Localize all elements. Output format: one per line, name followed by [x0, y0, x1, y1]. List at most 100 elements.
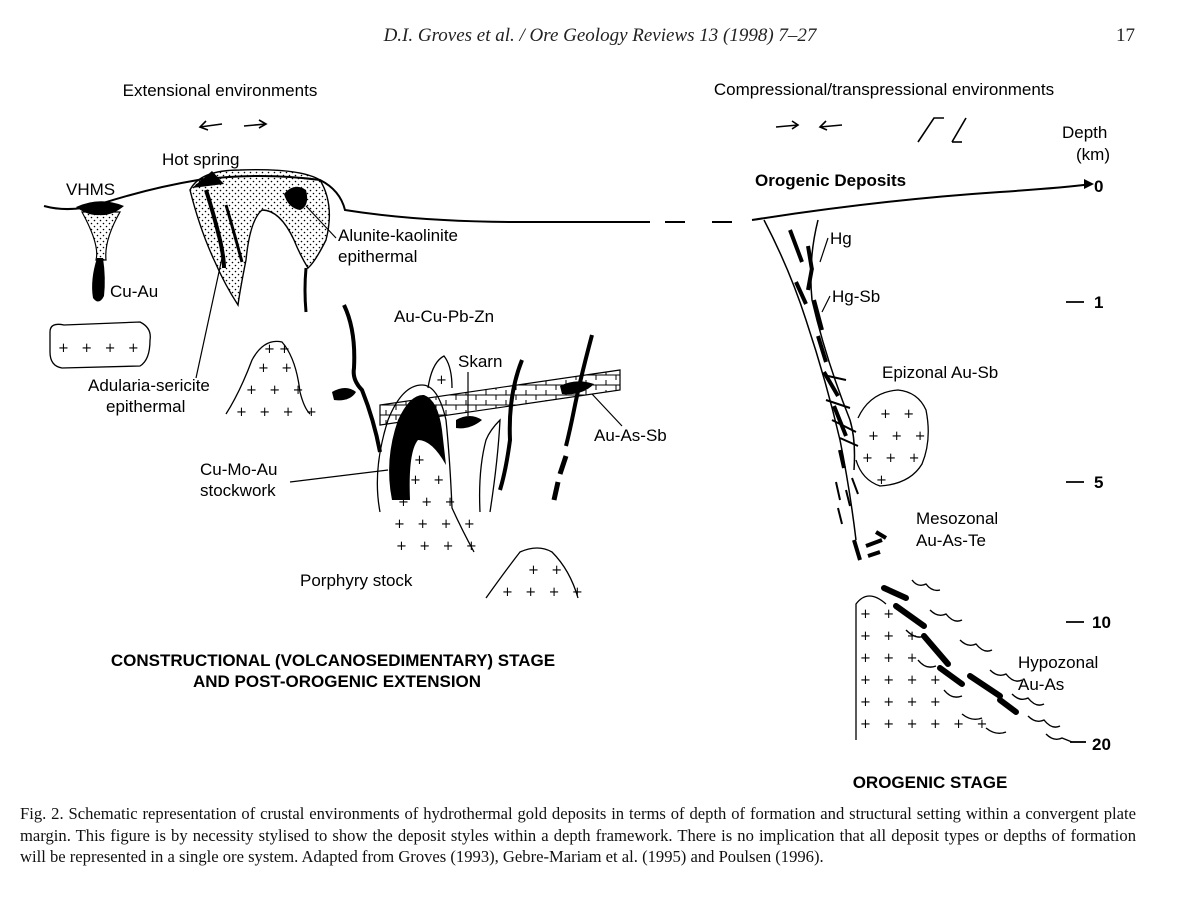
- constructional-stage-label-2: AND POST-OROGENIC EXTENSION: [193, 672, 481, 691]
- cu-mo-au-label-1: Cu-Mo-Au: [200, 460, 277, 479]
- epithermal-vein: [224, 204, 244, 263]
- depth-scale: 0 1 5 10 20: [1066, 177, 1111, 754]
- cu-mo-au-label-2: stockwork: [200, 481, 276, 500]
- cupola: [427, 355, 453, 389]
- porphyry-stock-label: Porphyry stock: [300, 571, 413, 590]
- crustal-environments-diagram: Extensional environments VHMS Cu-Au Hot …: [43, 80, 1111, 792]
- granite-intrusion: + + + +: [49, 321, 151, 369]
- cu-au-pod: [92, 258, 105, 302]
- svg-text:+ +: + +: [258, 361, 292, 376]
- shear-sense-icon: [917, 117, 967, 143]
- constructional-stage-label-1: CONSTRUCTIONAL (VOLCANOSEDIMENTARY) STAG…: [111, 651, 555, 670]
- depth-tick-20: 20: [1092, 735, 1111, 754]
- sedimentary-layers: [379, 369, 621, 426]
- skarn-pod: [456, 416, 482, 429]
- epizonal-label: Epizonal Au-Sb: [882, 363, 998, 382]
- dyke: [478, 418, 501, 513]
- svg-text:+ + +: + + +: [246, 383, 303, 398]
- svg-text:+: +: [876, 473, 887, 488]
- au-as-sb-leader: [591, 393, 623, 427]
- hg-label: Hg: [830, 229, 852, 248]
- porphyry-stock: + + + + + + + + + + + + + +: [376, 384, 477, 554]
- svg-text:+ + + + + +: + + + + + +: [860, 717, 987, 732]
- depth-tick-0: 0: [1094, 177, 1103, 196]
- svg-text:+ + +: + + +: [860, 651, 917, 666]
- hg-sb-leader: [821, 295, 831, 313]
- compression-arrows-icon: [775, 120, 843, 131]
- alunite-pod: [284, 186, 308, 210]
- vhms-stringer-zone: [80, 211, 122, 261]
- au-as-sb-label: Au-As-Sb: [594, 426, 667, 445]
- svg-text:+ + +: + + +: [862, 451, 919, 466]
- alunite-label-1: Alunite-kaolinite: [338, 226, 458, 245]
- adularia-label-1: Adularia-sericite: [88, 376, 210, 395]
- vhms-label: VHMS: [66, 180, 115, 199]
- svg-text:+ + + +: + + + +: [58, 341, 139, 356]
- svg-text:+ + + +: + + + +: [396, 539, 477, 554]
- orogenic-deposits-label: Orogenic Deposits: [755, 171, 906, 190]
- epithermal-vein: [204, 189, 226, 269]
- granite-intrusion: + + + + + + + + +: [855, 389, 929, 488]
- granite-intrusion: + + + + + + + + + + + + + + + + + + + + …: [855, 595, 987, 740]
- svg-text:+ + +: + + +: [868, 429, 925, 444]
- svg-text:+ + +: + + +: [398, 495, 455, 510]
- compressional-panel: Compressional/transpressional environmen…: [714, 80, 1111, 792]
- surface-arrowhead-icon: [1084, 179, 1094, 189]
- svg-text:+ + + +: + + + +: [236, 405, 317, 420]
- vein: [498, 359, 524, 491]
- svg-text:+ +: + +: [264, 342, 290, 357]
- skarn-pod: [332, 388, 356, 401]
- adularia-leader: [195, 257, 223, 379]
- epithermal-vein: [303, 267, 308, 313]
- vein-dash: [551, 455, 569, 501]
- depth-label-2: (km): [1076, 145, 1110, 164]
- extension-arrows-icon: [198, 119, 268, 131]
- hypozonal-label-1: Hypozonal: [1018, 653, 1098, 672]
- alunite-leader: [305, 205, 337, 239]
- extensional-panel: Extensional environments VHMS Cu-Au Hot …: [43, 81, 732, 691]
- mesozonal-label-2: Au-As-Te: [916, 531, 986, 550]
- extensional-title: Extensional environments: [123, 81, 318, 100]
- ductile-shear-zone: [881, 579, 1073, 743]
- svg-text:+ +: + +: [880, 407, 914, 422]
- svg-text:+ + +: + + +: [860, 629, 917, 644]
- cu-mo-au-leader: [289, 469, 389, 483]
- vein: [564, 334, 594, 447]
- svg-text:+ +: + +: [410, 473, 444, 488]
- au-cu-pb-zn-label: Au-Cu-Pb-Zn: [394, 307, 494, 326]
- svg-text:+ + + +: + + + +: [860, 673, 941, 688]
- hypozonal-label-2: Au-As: [1018, 675, 1064, 694]
- svg-text:+ + + +: + + + +: [394, 517, 475, 532]
- page-number: 17: [1116, 25, 1135, 46]
- orogenic-stage-label: OROGENIC STAGE: [853, 773, 1008, 792]
- depth-tick-5: 5: [1094, 473, 1103, 492]
- alunite-label-2: epithermal: [338, 247, 417, 266]
- cu-au-label: Cu-Au: [110, 282, 158, 301]
- ground-surface: [43, 175, 650, 224]
- hg-sb-label: Hg-Sb: [832, 287, 880, 306]
- depth-tick-1: 1: [1094, 293, 1103, 312]
- depth-label-1: Depth: [1062, 123, 1107, 142]
- hg-leader: [819, 237, 829, 263]
- svg-text:+ + + +: + + + +: [860, 695, 941, 710]
- adularia-label-2: epithermal: [106, 397, 185, 416]
- compressional-title: Compressional/transpressional environmen…: [714, 80, 1054, 99]
- granite-intrusion: + + + + + +: [485, 547, 583, 600]
- orogenic-surface: [751, 183, 1093, 221]
- svg-text:+: +: [436, 373, 447, 388]
- vein: [342, 304, 382, 453]
- running-head: D.I. Groves et al. / Ore Geology Reviews…: [383, 25, 817, 46]
- mesozonal-label-1: Mesozonal: [916, 509, 998, 528]
- granite-intrusion: + + + + + + + + + + +: [225, 340, 317, 420]
- skarn-label: Skarn: [458, 352, 502, 371]
- replacement-pod: [560, 381, 594, 395]
- svg-text:+ +: + +: [860, 607, 894, 622]
- depth-tick-10: 10: [1092, 613, 1111, 632]
- svg-text:+ +: + +: [528, 563, 562, 578]
- hot-spring-label: Hot spring: [162, 150, 239, 169]
- figure-caption: Fig. 2. Schematic representation of crus…: [20, 804, 1136, 867]
- epithermal-alteration-zone: [189, 169, 331, 307]
- svg-text:+ + + +: + + + +: [502, 585, 583, 600]
- shear-zone: [763, 219, 888, 561]
